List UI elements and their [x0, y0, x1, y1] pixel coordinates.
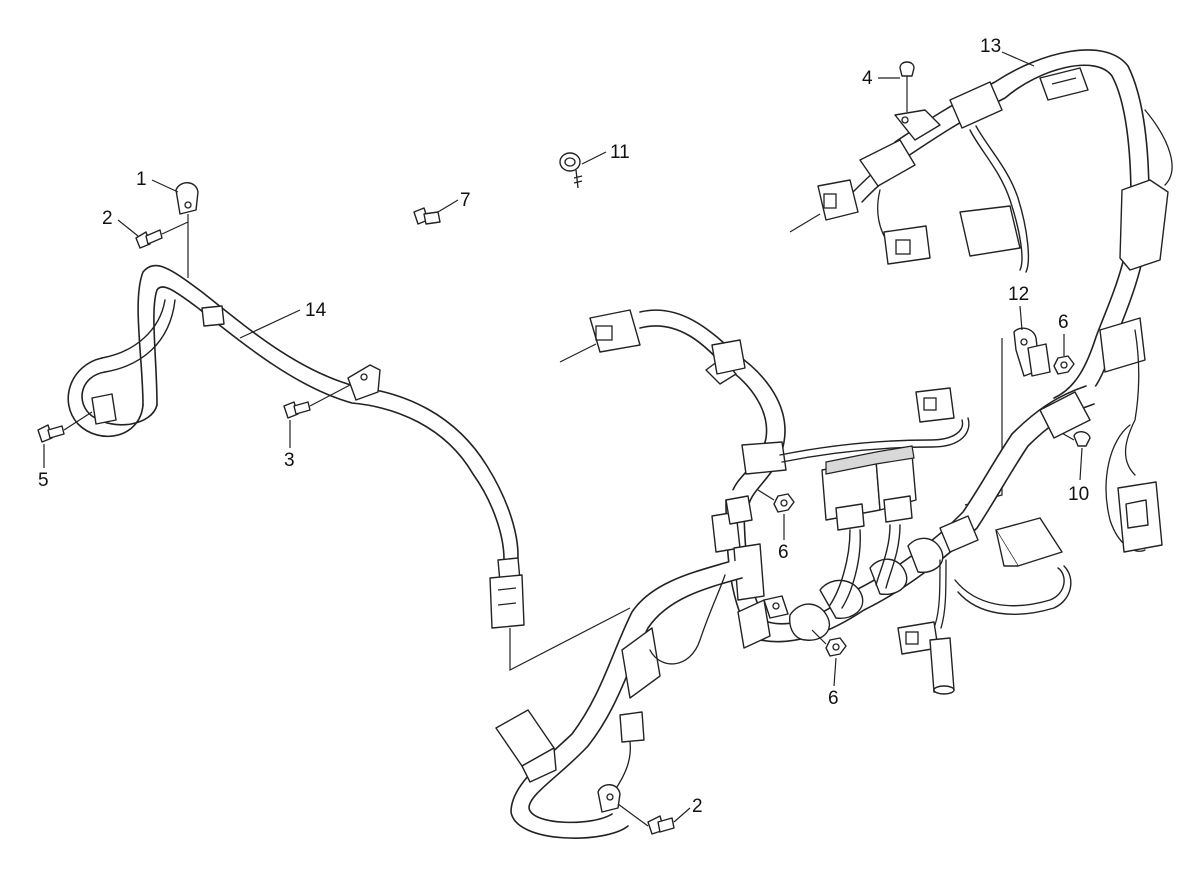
clamp-1 [175, 182, 199, 278]
harness-13 [789, 48, 1173, 553]
callout-12: 12 [1008, 284, 1029, 331]
svg-text:12: 12 [1008, 284, 1029, 305]
screw-10 [1059, 431, 1091, 447]
clip-11 [559, 152, 583, 189]
svg-text:6: 6 [778, 542, 789, 563]
svg-text:2: 2 [692, 796, 703, 817]
screw-5 [37, 411, 93, 443]
callout-5: 5 [38, 444, 49, 491]
svg-text:7: 7 [460, 190, 471, 211]
svg-text:6: 6 [1058, 312, 1069, 333]
callout-6-right: 6 [1058, 312, 1069, 356]
callout-14: 14 [239, 300, 327, 339]
callout-7: 7 [437, 190, 471, 213]
screw-7 [413, 207, 441, 225]
svg-text:6: 6 [828, 688, 839, 709]
svg-text:4: 4 [862, 68, 873, 89]
nut-6-middle [757, 489, 795, 513]
callout-2-lower: 2 [673, 796, 703, 823]
callout-11: 11 [581, 142, 630, 165]
callout-1: 1 [136, 169, 179, 193]
nut-6-lower [811, 629, 847, 657]
svg-text:14: 14 [305, 300, 327, 321]
svg-text:2: 2 [102, 208, 113, 229]
callout-10: 10 [1068, 447, 1089, 505]
svg-text:11: 11 [610, 142, 630, 163]
callout-6-lower: 6 [828, 657, 839, 709]
svg-text:13: 13 [980, 36, 1001, 57]
svg-text:3: 3 [284, 450, 295, 471]
callout-6-middle: 6 [778, 514, 789, 563]
callout-2-upper: 2 [102, 208, 139, 237]
callout-13: 13 [980, 36, 1035, 67]
main-harness [495, 309, 1100, 840]
callout-3: 3 [284, 420, 295, 471]
harness-14 [62, 263, 631, 671]
screw-2-upper [135, 221, 189, 249]
callout-4: 4 [862, 68, 900, 89]
svg-text:10: 10 [1068, 484, 1089, 505]
svg-text:1: 1 [136, 169, 147, 190]
svg-text:5: 5 [38, 470, 49, 491]
nut-6-right [1053, 355, 1075, 375]
bracket-12 [964, 327, 1051, 506]
screw-3 [283, 384, 351, 419]
